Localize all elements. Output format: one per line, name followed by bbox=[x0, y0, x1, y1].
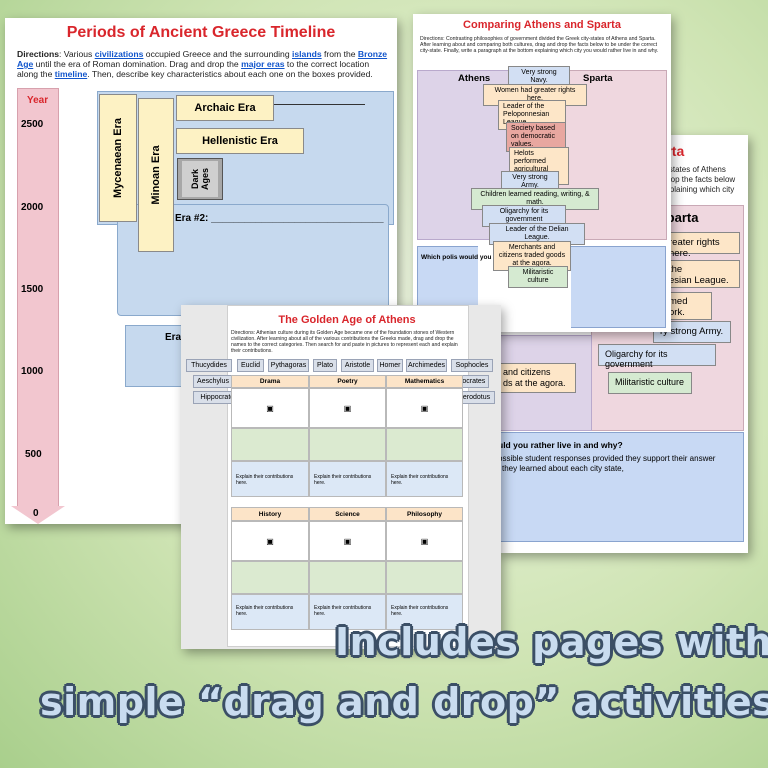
axis-label: Year bbox=[27, 95, 49, 106]
compare-answer-box[interactable] bbox=[571, 246, 666, 328]
name-tile[interactable]: Aeschylus bbox=[193, 375, 233, 388]
image-cell[interactable]: ▣ bbox=[386, 521, 463, 561]
fact-chip[interactable]: ry strong Army. bbox=[653, 321, 731, 343]
category-header: Science bbox=[309, 507, 386, 521]
fact-chip[interactable]: Militaristic culture bbox=[508, 266, 568, 288]
category-header: Poetry bbox=[309, 375, 386, 388]
timeline-directions: Directions: Various civilizations occupi… bbox=[17, 49, 388, 79]
name-drop-cell[interactable] bbox=[309, 561, 386, 594]
name-drop-cell[interactable] bbox=[231, 428, 309, 461]
answer-box-back[interactable] bbox=[498, 432, 744, 542]
name-tile[interactable]: Aristotle bbox=[341, 359, 374, 372]
name-drop-cell[interactable] bbox=[309, 428, 386, 461]
image-cell[interactable]: ▣ bbox=[231, 521, 309, 561]
image-icon: ▣ bbox=[266, 404, 274, 413]
explain-cell[interactable]: Explain their contributions here. bbox=[309, 594, 386, 630]
caption-line-1: Includes pages with bbox=[335, 620, 768, 664]
fact-chip[interactable]: reater rights here. bbox=[662, 232, 740, 259]
name-drop-cell[interactable] bbox=[231, 561, 309, 594]
image-icon: ▣ bbox=[420, 404, 429, 413]
era-chip-dark-ages[interactable]: Dark Ages bbox=[177, 158, 223, 200]
golden-directions: Directions: Athenian culture during its … bbox=[231, 330, 458, 355]
tick-label: 1000 bbox=[21, 366, 44, 377]
era-chip-hellenistic[interactable]: Hellenistic Era bbox=[176, 128, 304, 154]
fact-chip[interactable]: Leader of the Delian League. bbox=[489, 223, 585, 245]
explain-cell[interactable]: Explain their contributions here. bbox=[309, 461, 386, 497]
name-tile[interactable]: Archimedes bbox=[406, 359, 447, 372]
era-chip-mycenaean[interactable]: Mycenaean Era bbox=[99, 94, 137, 222]
tick-label: 500 bbox=[25, 449, 42, 460]
image-icon: ▣ bbox=[266, 537, 274, 546]
question-back: uld you rather live in and why? bbox=[498, 440, 623, 450]
explain-cell[interactable]: Explain their contributions here. bbox=[386, 461, 463, 497]
name-tile[interactable]: Pythagoras bbox=[268, 359, 309, 372]
category-header: History bbox=[231, 507, 309, 521]
compare-page: Comparing Athens and Sparta Directions: … bbox=[413, 14, 671, 332]
caption-line-2: simple “drag and drop” activities! bbox=[40, 680, 768, 724]
compare-back-dir-line: om explaining which city bbox=[648, 185, 735, 194]
image-icon: ▣ bbox=[343, 404, 352, 413]
fact-chip[interactable]: Oligarchy for its government bbox=[482, 205, 566, 227]
name-tile[interactable]: Euclid bbox=[237, 359, 264, 372]
name-tile[interactable]: Thucydides bbox=[186, 359, 232, 372]
image-icon: ▣ bbox=[420, 537, 429, 546]
athens-header: Athens bbox=[458, 73, 491, 84]
compare-directions: Directions: Contrasting philosophies of … bbox=[420, 36, 659, 55]
era-chip-archaic[interactable]: Archaic Era bbox=[176, 95, 274, 121]
answer-line: they learned about each city state, bbox=[502, 464, 624, 473]
timeline-title: Periods of Ancient Greece Timeline bbox=[66, 24, 336, 41]
compare-back-dir-line: and drop the facts below bbox=[648, 175, 736, 184]
explain-cell[interactable]: Explain their contributions here. bbox=[231, 594, 309, 630]
fact-chip[interactable]: Very strong Navy. bbox=[508, 66, 570, 88]
timeline-axis-arrow bbox=[11, 506, 65, 524]
name-tile[interactable]: Sophocles bbox=[451, 359, 493, 372]
era-chip-minoan[interactable]: Minoan Era bbox=[138, 98, 174, 252]
era2-label: Era #2: _______________________________ bbox=[175, 213, 384, 224]
image-cell[interactable]: ▣ bbox=[309, 521, 386, 561]
explain-cell[interactable]: Explain their contributions here. bbox=[386, 594, 463, 630]
timeline-axis bbox=[17, 88, 59, 507]
tick-label: 0 bbox=[33, 508, 39, 519]
golden-age-page: The Golden Age of Athens Directions: Ath… bbox=[181, 305, 501, 649]
fact-chip[interactable]: Militaristic culture bbox=[608, 372, 692, 394]
category-header: Drama bbox=[231, 375, 309, 388]
timeline-page: Periods of Ancient Greece Timeline Direc… bbox=[5, 18, 397, 524]
compare-back-dir-line: k city-states of Athens bbox=[648, 165, 726, 174]
image-cell[interactable]: ▣ bbox=[386, 388, 463, 428]
category-header: Philosophy bbox=[386, 507, 463, 521]
image-icon: ▣ bbox=[343, 537, 352, 546]
sparta-header: Sparta bbox=[583, 73, 613, 84]
name-drop-cell[interactable] bbox=[386, 428, 463, 461]
tick-label: 2500 bbox=[21, 119, 44, 130]
category-header: Mathematics bbox=[386, 375, 463, 388]
name-drop-cell[interactable] bbox=[386, 561, 463, 594]
fact-chip[interactable]: Oligarchy for its government bbox=[598, 344, 716, 369]
name-tile[interactable]: Plato bbox=[313, 359, 337, 372]
tick-label: 2000 bbox=[21, 202, 44, 213]
explain-cell[interactable]: Explain their contributions here. bbox=[231, 461, 309, 497]
compare-question: Which polis would you bbox=[421, 254, 492, 261]
compare-title: Comparing Athens and Sparta bbox=[463, 19, 621, 31]
era-partial-label: Era bbox=[165, 332, 182, 343]
archaic-line bbox=[273, 104, 365, 105]
image-cell[interactable]: ▣ bbox=[231, 388, 309, 428]
golden-title: The Golden Age of Athens bbox=[278, 314, 416, 326]
image-cell[interactable]: ▣ bbox=[309, 388, 386, 428]
answer-line: ossible student responses provided they … bbox=[498, 454, 716, 463]
name-tile[interactable]: Homer bbox=[377, 359, 403, 372]
tick-label: 1500 bbox=[21, 284, 44, 295]
